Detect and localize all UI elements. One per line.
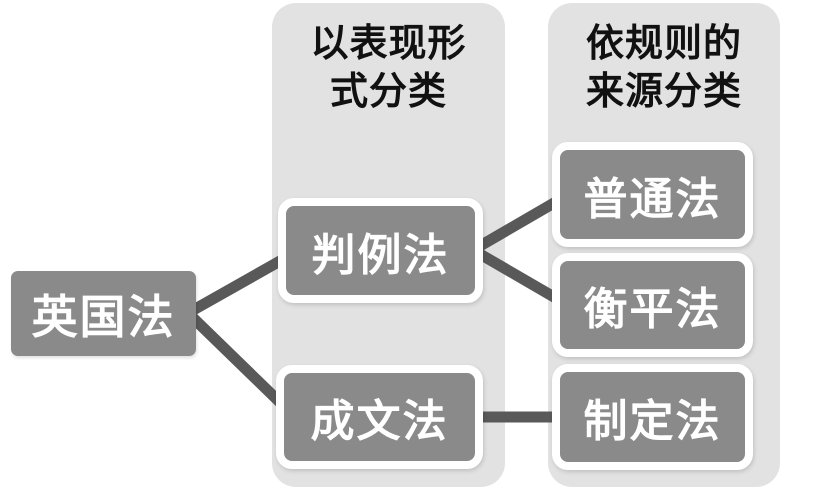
column-form-header: 以表现形 式分类 bbox=[310, 23, 467, 113]
column-source-header: 依规则的 来源分类 bbox=[585, 23, 742, 113]
node-statute-law: 制定法 bbox=[552, 364, 753, 470]
node-written-law: 成文法 bbox=[276, 365, 483, 469]
node-british-law: 英国法 bbox=[11, 271, 196, 356]
node-equity-law: 衡平法 bbox=[552, 253, 753, 357]
node-case-law: 判例法 bbox=[278, 198, 483, 303]
node-common-law: 普通法 bbox=[552, 142, 753, 247]
